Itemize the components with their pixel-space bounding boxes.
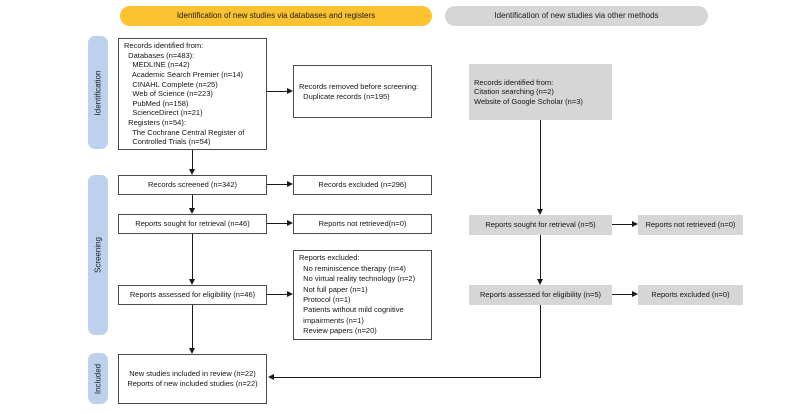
box-reports-sought: Reports sought for retrieval (n=46) [118,214,267,234]
box-reports-assessed-other: Reports assessed for eligibility (n=5) [469,285,612,305]
arrowhead-down-icon [537,279,543,285]
arrowhead-right-icon [287,291,293,297]
connector-line [192,234,193,279]
arrowhead-right-icon [632,221,638,227]
stage-identification-label: Identification [93,70,103,115]
connector-line [192,150,193,169]
arrowhead-left-icon [268,374,274,380]
arrowhead-right-icon [287,88,293,94]
connector-line [192,305,193,348]
box-included-studies: New studies included in review (n=22) Re… [118,354,267,404]
box-reports-excluded-other: Reports excluded (n=0) [638,285,743,305]
connector-line [267,91,287,92]
stage-screening-label: Screening [93,236,103,274]
stage-included: Included [88,353,108,404]
connector-line [267,184,287,185]
connector-line [612,224,632,225]
arrowhead-down-icon [189,279,195,285]
header-databases-registers: Identification of new studies via databa… [120,6,432,26]
connector-line [274,377,541,378]
box-reports-not-retrieved: Reports not retrieved(n=0) [293,214,432,234]
box-reports-not-retrieved-other: Reports not retrieved (n=0) [638,215,743,235]
connector-line [267,294,287,295]
header-other-methods: Identification of new studies via other … [445,6,708,26]
arrowhead-down-icon [189,348,195,354]
arrowhead-right-icon [287,181,293,187]
arrowhead-down-icon [537,209,543,215]
connector-line [540,120,541,209]
box-reports-assessed: Reports assessed for eligibility (n=46) [118,285,267,305]
arrowhead-right-icon [287,220,293,226]
stage-included-label: Included [93,363,103,394]
connector-line [612,294,632,295]
box-records-excluded: Records excluded (n=296) [293,175,432,195]
box-records-identified-other: Records identified from: Citation search… [469,64,612,120]
arrowhead-right-icon [632,291,638,297]
connector-line [192,195,193,208]
box-reports-excluded-reasons: Reports excluded: No reminiscence therap… [293,250,432,340]
connector-line [540,305,541,378]
arrowhead-down-icon [189,169,195,175]
box-records-identified: Records identified from: Databases (n=48… [118,38,267,150]
box-reports-sought-other: Reports sought for retrieval (n=5) [469,215,612,235]
stage-screening: Screening [88,175,108,335]
box-records-screened: Records screened (n=342) [118,175,267,195]
arrowhead-down-icon [189,208,195,214]
connector-line [267,223,287,224]
box-records-removed: Records removed before screening: Duplic… [293,65,432,118]
stage-identification: Identification [88,36,108,149]
connector-line [540,235,541,279]
